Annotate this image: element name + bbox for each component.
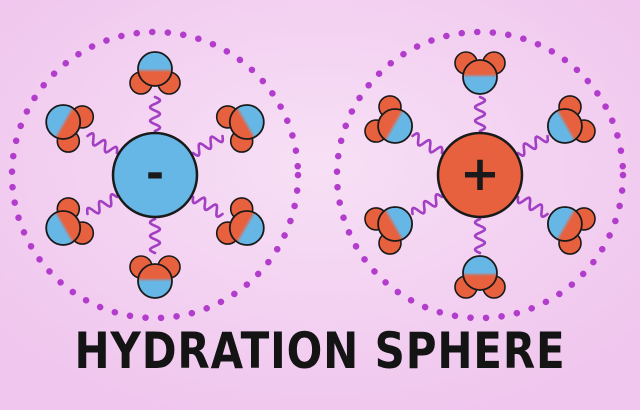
interaction-bond [473, 217, 487, 255]
water-molecule [215, 104, 265, 153]
cation [436, 131, 524, 219]
water-molecule [454, 51, 506, 95]
sphere-boundary [8, 28, 302, 322]
interaction-bond [516, 134, 550, 157]
interaction-bond [411, 132, 444, 155]
oxygen-atom [137, 263, 173, 299]
water-molecule [129, 255, 181, 299]
oxygen-atom [228, 210, 265, 246]
anion-hydration-sphere: - [8, 28, 302, 322]
page-title: HYDRATION SPHERE [74, 322, 566, 380]
oxygen-atom [228, 104, 265, 140]
oxygen-atom [45, 104, 82, 140]
oxygen-atom [377, 206, 414, 242]
anion [111, 131, 199, 219]
water-molecule [364, 206, 414, 255]
water-molecule [45, 104, 95, 153]
interaction-bond [148, 95, 162, 133]
interaction-bond [86, 132, 119, 155]
oxygen-atom [462, 59, 498, 95]
interaction-bond [85, 193, 119, 216]
interaction-bond [516, 195, 549, 218]
sphere-boundary [333, 28, 627, 322]
water-molecule [547, 95, 596, 144]
water-molecule [454, 255, 506, 299]
water-molecule [364, 95, 414, 144]
negative-charge-symbol: - [146, 148, 164, 199]
water-molecule [547, 206, 596, 255]
oxygen-atom [377, 108, 414, 144]
water-molecule [129, 51, 181, 95]
oxygen-atom [547, 206, 583, 242]
oxygen-atom [45, 210, 82, 246]
interaction-bond [191, 134, 225, 157]
water-molecule [215, 197, 265, 246]
interaction-bond [410, 193, 444, 216]
interaction-bond [148, 217, 162, 255]
positive-charge-symbol: + [460, 146, 500, 202]
oxygen-atom [547, 108, 583, 144]
cation-hydration-sphere: + [333, 28, 627, 322]
interaction-bond [191, 195, 224, 218]
oxygen-atom [462, 255, 498, 291]
oxygen-atom [137, 51, 173, 87]
interaction-bond [473, 95, 487, 133]
water-molecule [45, 197, 95, 246]
